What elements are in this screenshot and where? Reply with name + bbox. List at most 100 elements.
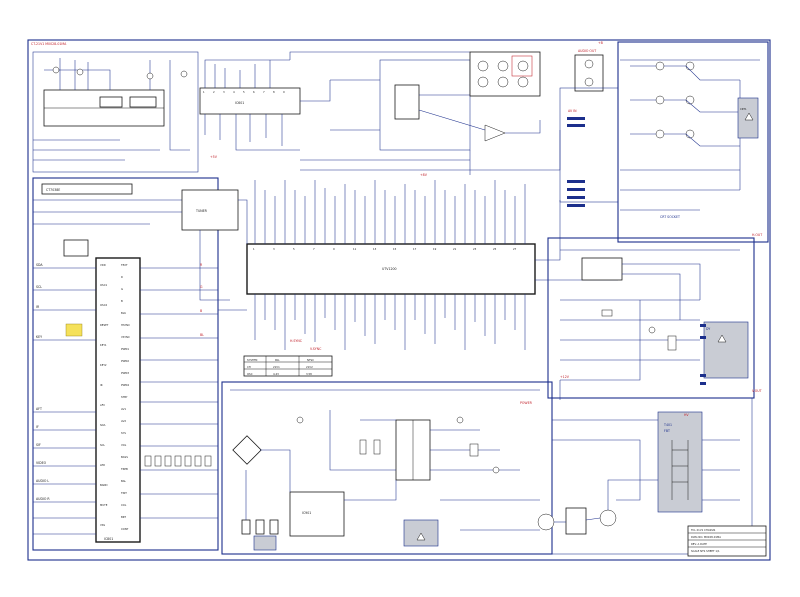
mcu-left-pins: VDD OSC1 OSC2 RESET KEY1 KEY2 IR AFC SDA…	[100, 263, 109, 527]
svg-text:DWG NO. M0028-01MA: DWG NO. M0028-01MA	[691, 535, 721, 539]
svg-text:IR: IR	[36, 305, 40, 309]
bridge-rectifier	[232, 435, 262, 465]
h-drive-transformer	[565, 507, 587, 535]
system-legend-table: SYSTEM PAL NTSC CH 21V1 21V2 OSC 4.43 3.…	[243, 355, 333, 377]
av-jack-connector[interactable]	[469, 51, 541, 97]
svg-text:5: 5	[293, 247, 295, 251]
svg-text:AUDIO R: AUDIO R	[36, 497, 50, 501]
svg-text:6: 6	[253, 90, 255, 94]
decoder-ic-ref: IC601	[235, 101, 244, 105]
svg-text:B: B	[121, 299, 123, 303]
svg-text:TEXT: TEXT	[121, 263, 128, 267]
yoke-warning-icon	[717, 334, 727, 343]
svg-text:H.OUT: H.OUT	[752, 233, 762, 237]
svg-text:BAL: BAL	[121, 479, 127, 483]
svg-text:BRT: BRT	[121, 515, 126, 519]
main-ic	[246, 243, 536, 295]
crt-board-label: CRT SOCKET	[660, 215, 680, 219]
audio-section	[300, 59, 541, 175]
svg-text:R: R	[200, 263, 203, 267]
svg-text:21V2: 21V2	[306, 365, 313, 369]
svg-text:AV1: AV1	[121, 407, 126, 411]
svg-text:PWM4: PWM4	[121, 383, 129, 387]
svg-text:CONT: CONT	[121, 527, 129, 531]
svg-text:KEY1: KEY1	[100, 343, 107, 347]
svg-text:+B: +B	[598, 41, 603, 45]
main-ic-section: UTV1200 1 3 5	[150, 130, 618, 377]
power-supply-section: IC901	[221, 381, 553, 555]
svg-text:OSC1: OSC1	[100, 283, 107, 287]
svg-text:AUDIO L: AUDIO L	[36, 479, 49, 483]
svg-text:4.43: 4.43	[273, 372, 279, 376]
svg-text:3: 3	[223, 90, 225, 94]
svg-text:CT7038E: CT7038E	[46, 188, 60, 192]
mcu-section: IC801 CT7038E VDD OSC1 OSC2 RESET KEY1 K…	[32, 177, 219, 551]
key-resistor-ladder	[144, 455, 212, 467]
deflection-section: DY	[547, 237, 755, 399]
svg-text:B: B	[200, 309, 202, 313]
svg-text:G: G	[121, 287, 123, 291]
svg-text:VDD: VDD	[100, 263, 106, 267]
svg-text:MUTE: MUTE	[100, 503, 108, 507]
svg-text:STBY: STBY	[121, 395, 128, 399]
svg-text:BLK: BLK	[121, 311, 126, 315]
svg-text:COL: COL	[121, 503, 127, 507]
sheet-title: CT-21V1 M0028-01MA	[31, 42, 67, 46]
svg-text:DY: DY	[706, 327, 710, 331]
svg-text:13: 13	[373, 247, 377, 251]
svg-text:AV IN: AV IN	[568, 109, 577, 113]
mcu-ic	[95, 257, 141, 543]
flyback-windings	[671, 440, 689, 500]
svg-text:IF: IF	[36, 425, 39, 429]
power-components	[296, 416, 500, 474]
audio-out-connector[interactable]: AUDIO OUT	[574, 49, 604, 92]
main-ic-bottom-pins	[254, 294, 526, 350]
svg-text:H.SYNC: H.SYNC	[290, 339, 303, 343]
svg-text:FBT: FBT	[664, 429, 670, 433]
svg-text:7: 7	[263, 90, 265, 94]
svg-text:1: 1	[253, 247, 255, 251]
main-ic-top-pins	[254, 180, 526, 244]
svg-text:VOL: VOL	[121, 443, 127, 447]
svg-text:9: 9	[283, 90, 285, 94]
svg-text:REV. A DATE: REV. A DATE	[691, 542, 707, 546]
svg-text:SDA: SDA	[100, 423, 106, 427]
tuner-block	[181, 189, 239, 231]
svg-text:TREB: TREB	[121, 467, 128, 471]
svg-text:HV: HV	[684, 413, 689, 417]
decoder-ic	[199, 87, 301, 115]
svg-text:+12V: +12V	[560, 375, 570, 379]
svg-text:TINT: TINT	[121, 491, 127, 495]
svg-text:LED: LED	[100, 463, 105, 467]
svg-text:BL: BL	[200, 333, 204, 337]
reset-block	[63, 239, 89, 257]
mains-fuses[interactable]	[241, 519, 279, 535]
svg-text:VSS: VSS	[100, 523, 105, 527]
svg-text:HSYNC: HSYNC	[121, 323, 130, 327]
svg-text:SCL: SCL	[36, 285, 42, 289]
svg-text:AFC: AFC	[100, 403, 105, 407]
svg-text:PWM3: PWM3	[121, 371, 129, 375]
mains-connector[interactable]	[253, 535, 277, 551]
svg-text:TCL 21V1 CHASSIS: TCL 21V1 CHASSIS	[691, 528, 716, 532]
svg-text:AFT: AFT	[36, 407, 42, 411]
top-left-transistors	[52, 66, 188, 80]
mcu-right-pins: TEXT R G B BLK HSYNC VSYNC PWM1 PWM2 PWM…	[121, 263, 130, 531]
crt-board-section: CRT1 CRT SOCKET	[559, 41, 769, 243]
svg-text:5: 5	[243, 90, 245, 94]
flyback-transformer	[657, 411, 703, 513]
top-left-section	[32, 51, 199, 173]
svg-text:25: 25	[493, 247, 497, 251]
svg-text:BAND: BAND	[100, 483, 108, 487]
flyback-section: T401 FBT	[537, 380, 753, 555]
svg-text:7: 7	[313, 247, 315, 251]
deflection-components	[601, 309, 677, 351]
svg-text:PWM2: PWM2	[121, 359, 129, 363]
svg-text:R: R	[121, 275, 123, 279]
svg-text:RESET: RESET	[100, 323, 109, 327]
svg-text:PAL: PAL	[275, 358, 280, 362]
svg-text:SCALE NTS SHEET 1/1: SCALE NTS SHEET 1/1	[691, 549, 720, 553]
svg-text:BASS: BASS	[121, 455, 128, 459]
svg-text:19: 19	[433, 247, 437, 251]
